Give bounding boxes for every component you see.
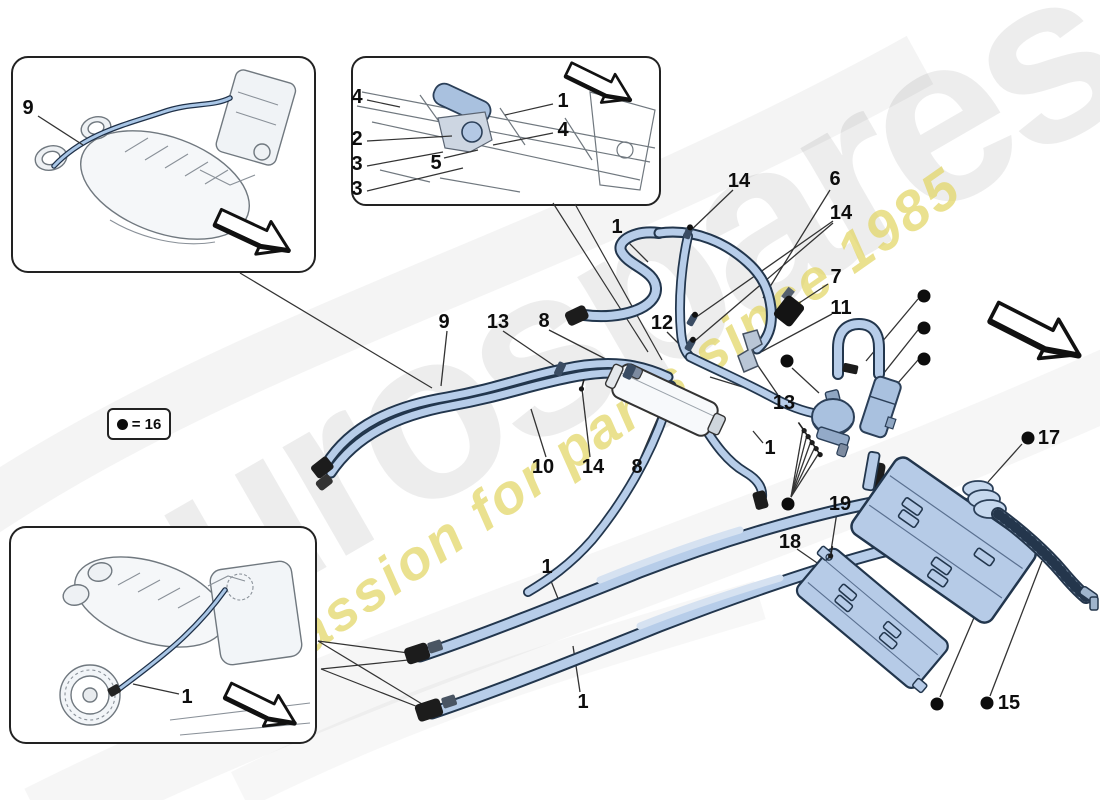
callout-label-3: 3 xyxy=(351,153,363,175)
callout-label-13: 13 xyxy=(486,311,510,333)
callout-label-8: 8 xyxy=(538,310,550,332)
quantity-dot xyxy=(917,352,931,366)
quantity-dot xyxy=(781,497,795,511)
u-hose xyxy=(832,317,885,380)
sensor-7 xyxy=(773,286,805,327)
quantity-dot xyxy=(930,697,944,711)
purge-pump xyxy=(811,389,855,458)
bracket-11 xyxy=(737,329,763,373)
clamps-and-screws xyxy=(554,223,836,560)
callout-label-1: 1 xyxy=(557,90,569,112)
hose-1-top xyxy=(564,226,665,326)
quantity-dot xyxy=(917,289,931,303)
callout-label-9: 9 xyxy=(438,311,450,333)
callout-label-14: 14 xyxy=(727,170,751,192)
hose-runs-top xyxy=(523,226,823,597)
callout-label-3: 3 xyxy=(351,178,363,200)
callout-label-7: 7 xyxy=(830,266,842,288)
callout-label-19: 19 xyxy=(828,493,852,515)
inset-canister-part xyxy=(432,82,493,153)
callout-label-13: 13 xyxy=(772,392,796,414)
callout-label-14: 14 xyxy=(829,202,853,224)
callout-label-1: 1 xyxy=(577,691,589,713)
callout-label-1: 1 xyxy=(611,216,623,238)
callout-label-11: 11 xyxy=(830,297,852,319)
callout-label-8: 8 xyxy=(631,456,643,478)
heat-shield-18 xyxy=(795,545,949,694)
quantity-dot xyxy=(917,321,931,335)
callout-label-10: 10 xyxy=(531,456,555,478)
quantity-dot-icon xyxy=(116,418,128,430)
callout-label-6: 6 xyxy=(829,168,841,190)
quantity-dot xyxy=(980,696,994,710)
corrugated-hose-15 xyxy=(991,507,1099,611)
vent-valve xyxy=(859,375,902,439)
callout-label-5: 5 xyxy=(430,152,442,174)
carbon-canister xyxy=(850,450,1037,624)
callout-label-15: 15 xyxy=(997,692,1021,714)
inset-box-chassis xyxy=(351,55,661,206)
callout-label-12: 12 xyxy=(650,312,674,334)
highlighted-hose-9 xyxy=(51,95,233,169)
quantity-legend-label: = 16 xyxy=(131,415,162,433)
quantity-legend: = 16 xyxy=(107,408,171,440)
inset-box-engine-bottom xyxy=(9,526,317,744)
quantity-dot xyxy=(780,354,794,368)
callout-label-14: 14 xyxy=(581,456,605,478)
callout-label-4: 4 xyxy=(351,86,363,108)
quantity-dot xyxy=(1021,431,1035,445)
callout-label-2: 2 xyxy=(351,128,363,150)
callout-label-18: 18 xyxy=(778,531,802,553)
highlighted-hose-1 xyxy=(107,587,228,697)
callout-label-1: 1 xyxy=(181,686,193,708)
callout-label-9: 9 xyxy=(22,97,34,119)
callout-label-1: 1 xyxy=(764,437,776,459)
inset-box-engine-top xyxy=(11,56,316,273)
callout-label-4: 4 xyxy=(557,119,569,141)
callout-label-1: 1 xyxy=(541,556,553,578)
separator-8 xyxy=(604,363,727,437)
background-swoosh xyxy=(0,35,934,533)
callout-label-17: 17 xyxy=(1037,427,1061,449)
